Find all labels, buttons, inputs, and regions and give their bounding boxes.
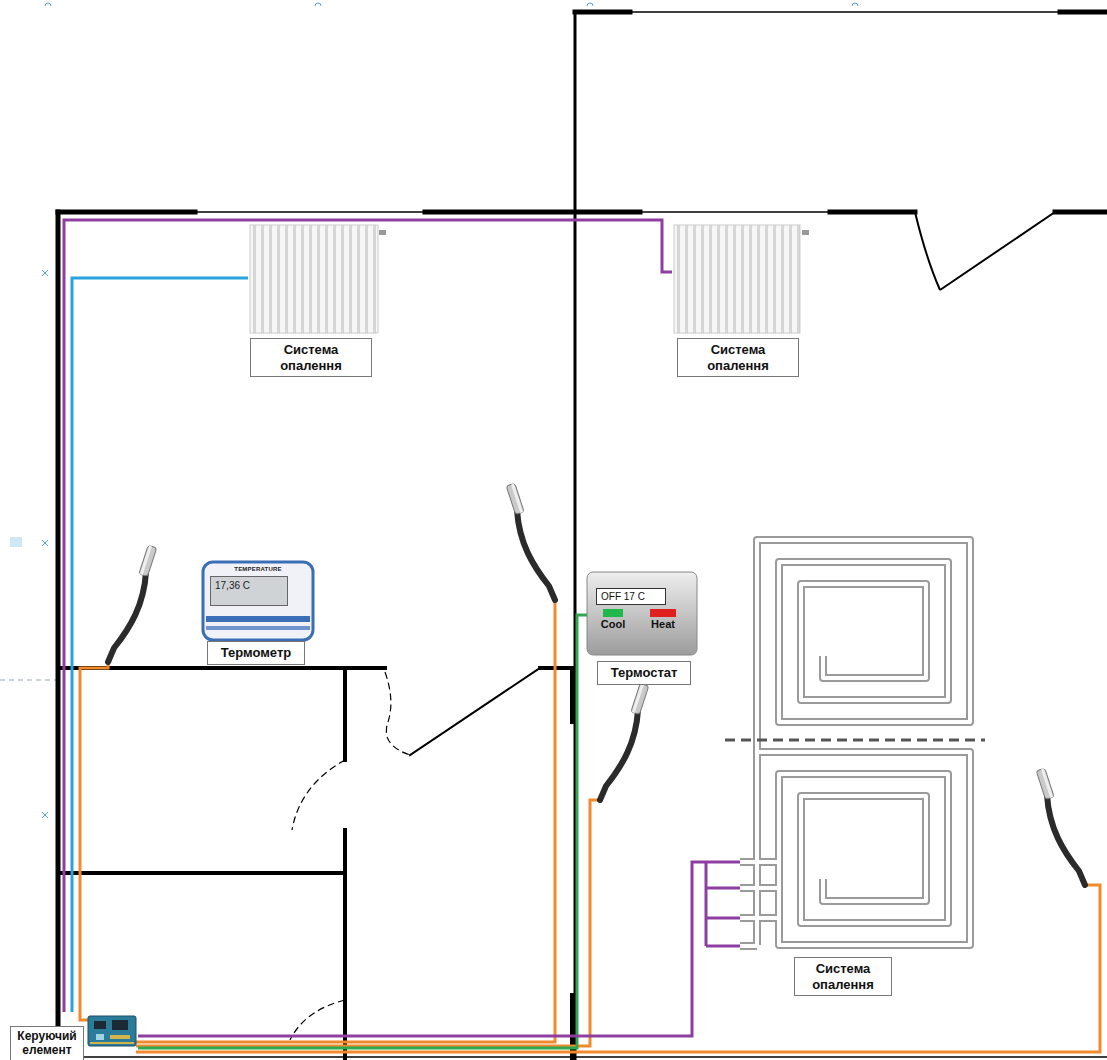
- thermometer: TEMPERATURE 17,36 C Термометр: [200, 560, 316, 666]
- label-box: Система опалення: [677, 338, 799, 377]
- temperature-sensor: [108, 483, 1085, 885]
- display-reading: OFF 17 C: [596, 588, 666, 605]
- floor-coil: [740, 540, 970, 946]
- label-box: Система опалення: [794, 957, 892, 996]
- sensor-wire: [80, 600, 1100, 1052]
- coil-tube: [757, 540, 970, 722]
- display-reading: 17,36 C: [210, 576, 288, 606]
- button-label: Cool: [601, 619, 625, 630]
- plan-flag: [10, 537, 22, 547]
- thermostat: OFF 17 C Cool HeatТермостат: [587, 572, 697, 690]
- label-box: Система опалення: [250, 338, 372, 377]
- thermometer-body: [203, 562, 313, 640]
- coil-tube: [757, 752, 970, 945]
- device-header: TEMPERATURE: [234, 566, 281, 572]
- plan-marks: [0, 3, 858, 818]
- doors: [290, 212, 1055, 1040]
- zone-divider: [725, 739, 985, 742]
- coil-tube: [740, 722, 780, 946]
- coil-tube: [757, 752, 970, 945]
- floor-heating: Система опалення: [700, 532, 985, 1002]
- coil-feeds: [700, 862, 740, 946]
- radiator-unit: Система опалення: [672, 222, 806, 382]
- label-box: Термостат: [597, 661, 691, 685]
- label-box: Термометр: [207, 641, 305, 665]
- coil-tube: [757, 540, 970, 722]
- control-element: Керуючий елемент: [8, 1012, 138, 1058]
- button-label: Heat: [651, 619, 675, 630]
- thermostat-body: [587, 572, 697, 655]
- walls: [58, 12, 1107, 1060]
- control-board: [88, 1016, 136, 1046]
- radiator: [250, 225, 809, 333]
- label-box: Керуючий елемент: [10, 1026, 84, 1060]
- coil-tube: [740, 722, 780, 946]
- control-wire: [138, 862, 700, 1036]
- control-wire: [138, 615, 587, 1048]
- radiator-unit: Система опалення: [248, 222, 382, 382]
